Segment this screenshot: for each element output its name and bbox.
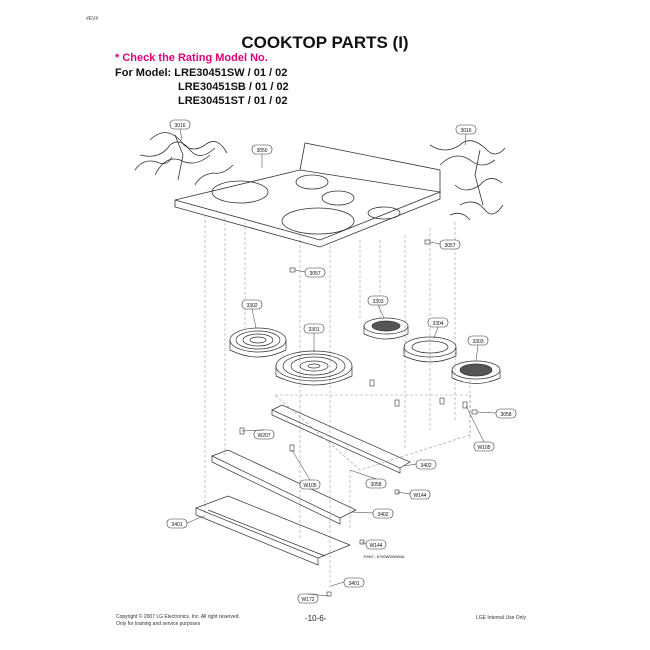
label-w207: W207 [257,433,270,439]
label-3016-left: 3016 [174,123,185,129]
model-line-3: LRE30451ST / 01 / 02 [178,95,288,107]
page-title: COOKTOP PARTS (I) [241,33,409,52]
model-prefix: For Model: [115,67,172,79]
label-3058-right: 3058 [500,412,511,418]
label-w105-left: W105 [303,483,316,489]
burner-3303-right [451,360,501,384]
part-label-texts: 3016 3016 3050 3057 3057 3302 3301 3303 … [171,123,511,603]
label-3401-bottom: 3401 [348,581,359,587]
label-3304: 3304 [432,321,443,327]
label-3057-center: 3057 [309,271,320,277]
label-3303-top: 3303 [372,299,383,305]
label-3302: 3302 [246,303,257,309]
burner-3304 [403,336,457,363]
guide-lines [204,215,471,590]
footer-training: Only for training and service purposes [116,621,201,627]
label-3402-lower: 3402 [377,512,388,518]
rating-note: * Check the Rating Model No. [115,52,268,64]
screws [239,239,478,597]
corner-code: #EV# [86,16,99,22]
label-w105-right: W105 [477,445,490,451]
footer-internal: LGE Internal Use Only [476,615,527,621]
bottom-panel [195,495,351,566]
label-3016-right: 3016 [460,128,471,134]
model-list: For Model: LRE30451SW / 01 / 02 LRE30451… [115,66,289,108]
label-3303-right: 3303 [472,339,483,345]
support-rail-upper [271,404,411,474]
label-3050: 3050 [256,148,267,154]
cooktop-glass [174,142,442,248]
label-3058-center: 3058 [370,482,381,488]
label-3401-left: 3401 [171,522,182,528]
footer-copyright: Copyright © 2007 LG Electronics. Inc. Al… [116,614,240,620]
burner-3301 [275,350,353,386]
label-w144-lower: W144 [369,543,382,549]
dashed-outline [274,394,471,471]
support-rail-lower [211,449,357,525]
footer-copyright-block: Copyright © 2007 LG Electronics. Inc. Al… [116,614,240,628]
part-label-boxes [166,119,517,604]
model-line-2: LRE30451SB / 01 / 02 [178,81,289,93]
model-line-1: LRE30451SW / 01 / 02 [174,67,288,79]
wire-harness-left [134,132,234,186]
label-3301: 3301 [308,327,319,333]
pno-text: P/NO : 6700WDN083A [364,554,405,559]
burner-3303-top [363,317,409,340]
wire-harness-right [429,140,506,221]
page-number: -10-6- [305,614,327,623]
label-w172: W172 [301,597,314,603]
label-3057-right: 3057 [444,243,455,249]
leader-lines [179,128,497,597]
label-w144-upper: W144 [413,493,426,499]
label-3402-upper: 3402 [420,463,431,469]
burner-3302 [229,327,287,358]
